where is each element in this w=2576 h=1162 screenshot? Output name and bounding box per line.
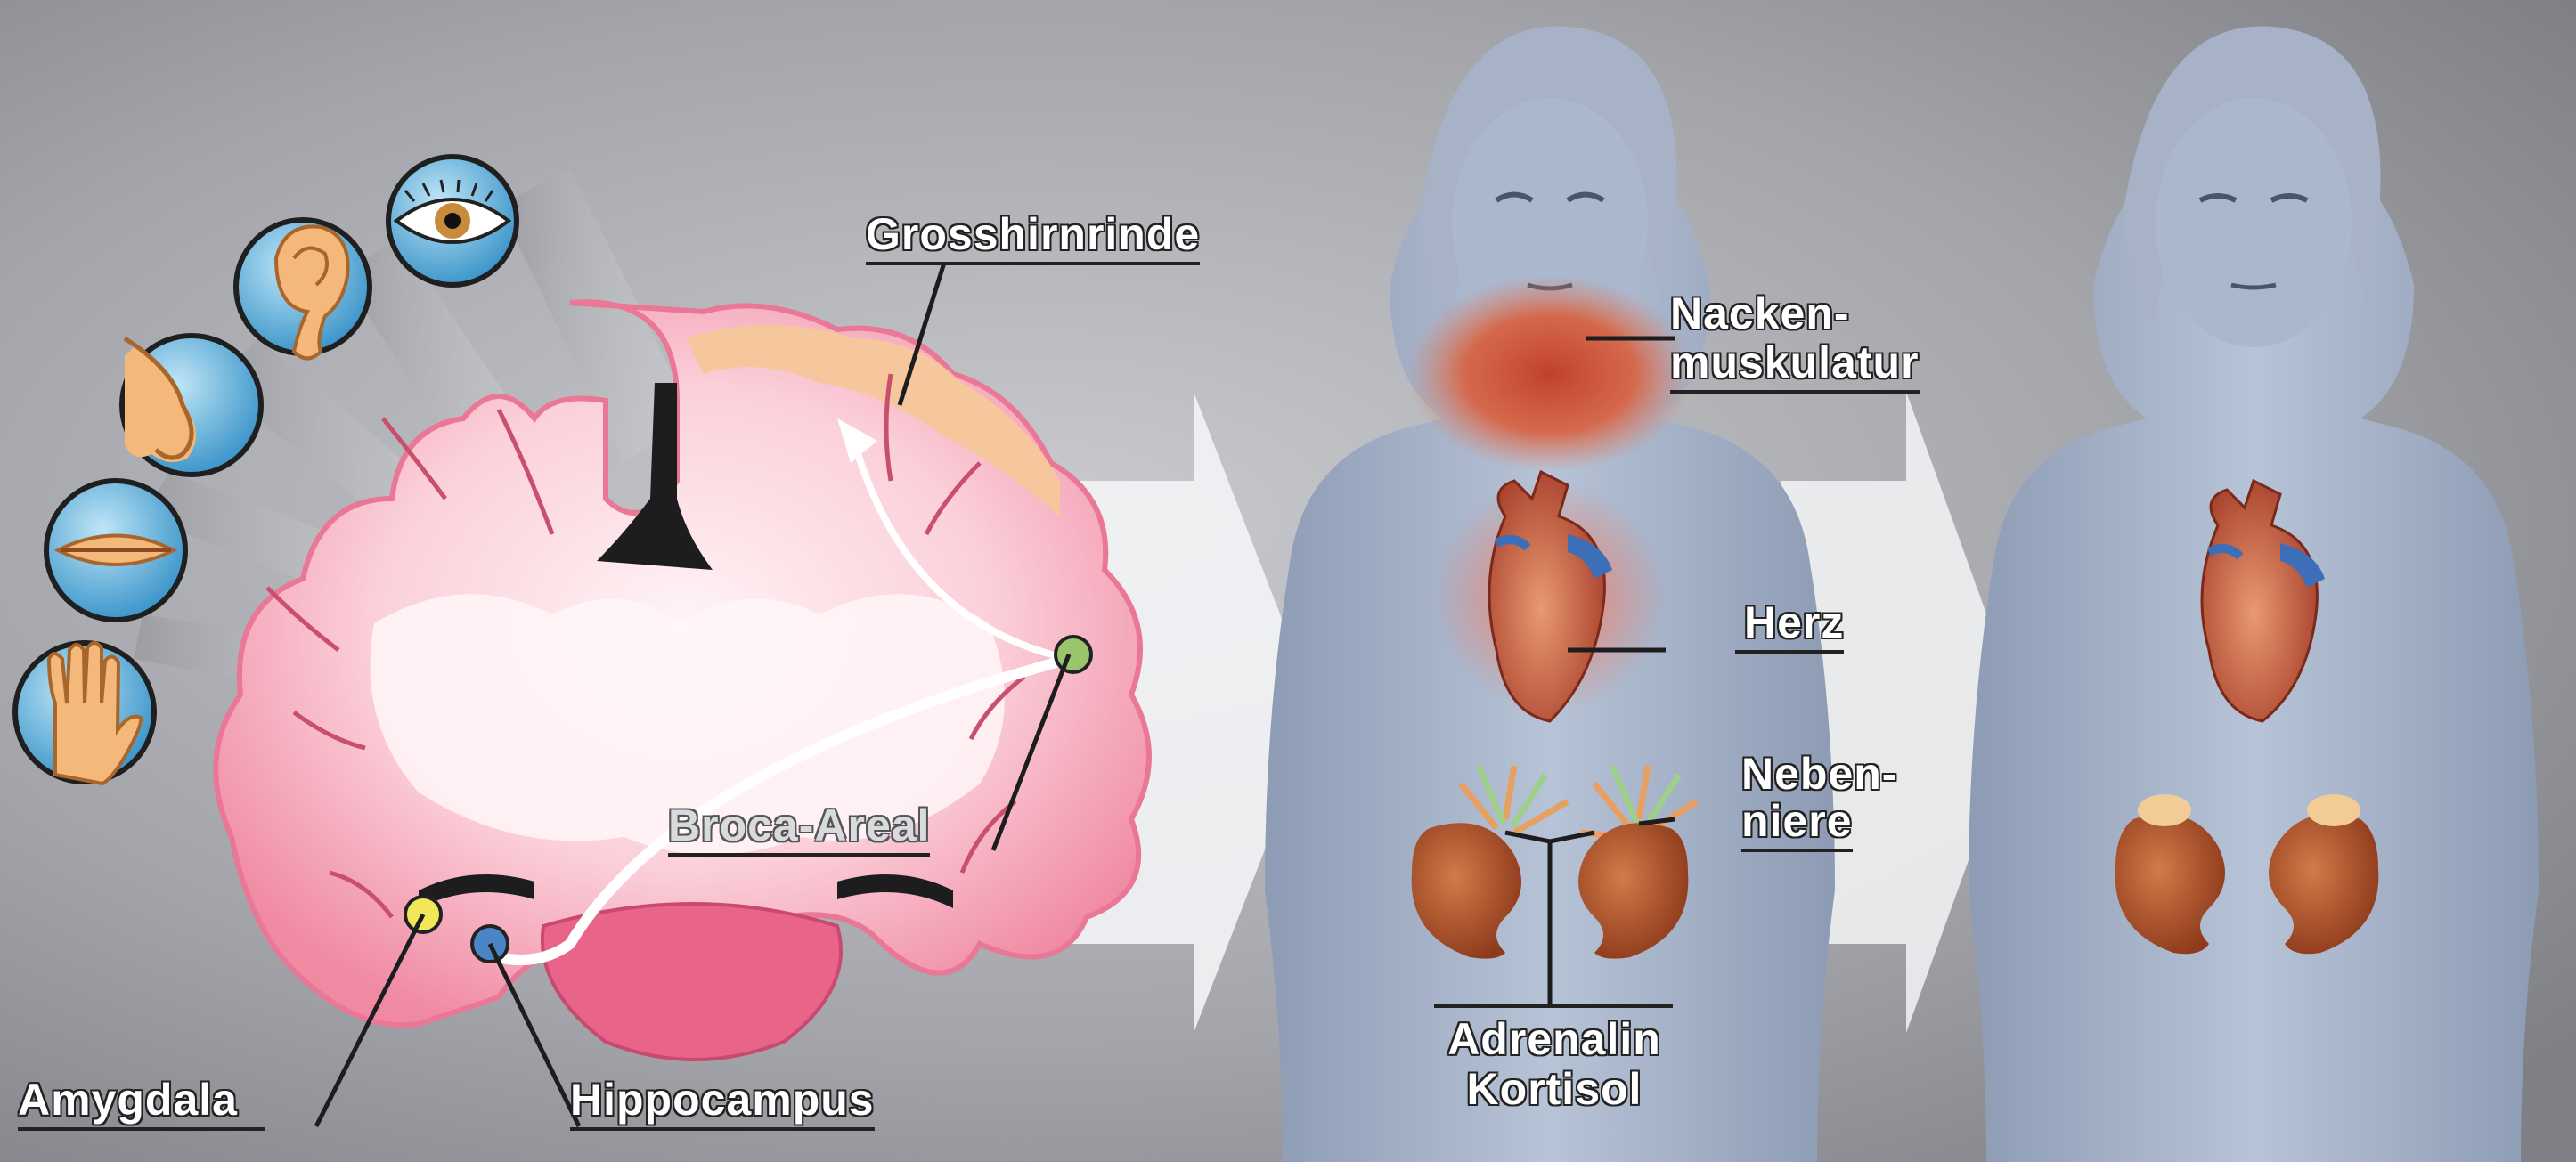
label-adrenalin: Adrenalin xyxy=(1425,1015,1683,1063)
label-grosshirnrinde: Grosshirnrinde xyxy=(866,210,1200,265)
label-nacken-line2: muskulatur xyxy=(1670,338,1920,394)
adrenal-left-2 xyxy=(2138,794,2191,826)
label-broca-areal: Broca-Areal xyxy=(668,801,930,857)
nose-icon xyxy=(122,336,261,475)
label-nacken-line1: Nacken- xyxy=(1670,289,1850,337)
label-kortisol: Kortisol xyxy=(1425,1065,1683,1113)
mouth-icon xyxy=(46,481,185,620)
label-amygdala: Amygdala xyxy=(18,1076,265,1131)
label-nebenniere-line2: niere xyxy=(1741,797,1853,852)
label-hippocampus: Hippocampus xyxy=(570,1076,875,1131)
eye-icon xyxy=(388,157,517,285)
hand-icon xyxy=(15,643,154,784)
ear-icon xyxy=(236,220,370,359)
adrenalin-rule xyxy=(1434,1004,1673,1008)
adrenal-right-2 xyxy=(2307,794,2360,826)
broca-dot xyxy=(1056,637,1091,672)
label-herz: Herz xyxy=(1735,598,1844,654)
label-nebenniere-line1: Neben- xyxy=(1741,750,1897,798)
face-2 xyxy=(2156,98,2352,347)
neck-muscles-glow xyxy=(1407,276,1692,472)
